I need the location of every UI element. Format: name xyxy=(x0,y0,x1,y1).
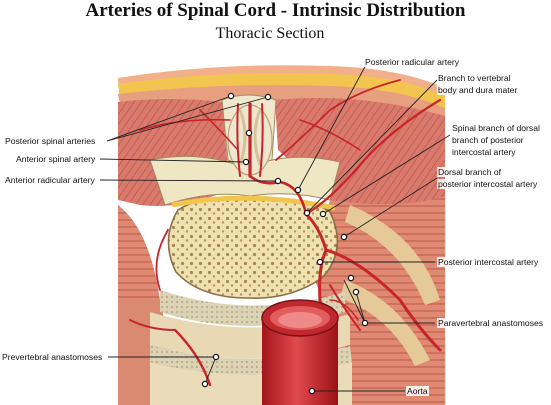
page-subtitle: Thoracic Section xyxy=(215,25,325,42)
label-dorsal-branch-line1: Dorsal branch of xyxy=(437,167,503,177)
label-anterior-radicular-artery: Anterior radicular artery xyxy=(4,175,96,185)
label-aorta: Aorta xyxy=(406,386,429,396)
label-branch-vertebral-line2: body and dura mater xyxy=(437,85,519,95)
label-posterior-spinal-arteries: Posterior spinal arteries xyxy=(4,136,97,146)
label-spinal-branch-line1: Spinal branch of dorsal xyxy=(451,123,541,133)
page-title: Arteries of Spinal Cord - Intrinsic Dist… xyxy=(85,0,466,21)
label-markers xyxy=(201,92,369,395)
vertebral-body xyxy=(167,195,339,299)
leader-lines xyxy=(99,62,451,392)
label-paravertebral-anastomoses: Paravertebral anastomoses xyxy=(437,318,545,328)
label-posterior-radicular-artery: Posterior radicular artery xyxy=(364,57,461,67)
label-dorsal-branch-line2: posterior intercostal artery xyxy=(437,179,539,189)
label-prevertebral-anastomoses: Prevertebral anastomoses xyxy=(1,352,104,362)
label-branch-vertebral-line1: Branch to vertebral xyxy=(437,73,512,83)
label-anterior-spinal-artery: Anterior spinal artery xyxy=(15,154,97,164)
label-spinal-branch-line2: branch of posterior xyxy=(451,135,525,145)
label-posterior-intercostal-artery: Posterior intercostal artery xyxy=(437,257,540,267)
label-spinal-branch-line3: intercostal artery xyxy=(451,147,517,157)
aorta-vessel xyxy=(261,299,339,405)
